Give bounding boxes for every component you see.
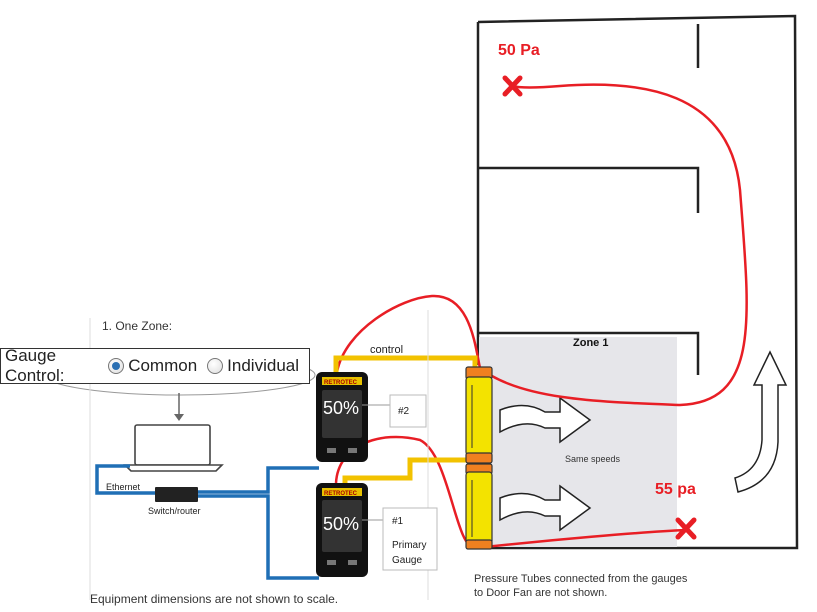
bubble-pointer-head bbox=[174, 414, 184, 421]
gauge-1-brand: RETROTEC bbox=[324, 491, 358, 497]
ethernet-label: Ethernet bbox=[106, 482, 141, 492]
pressure-tube-upper bbox=[335, 83, 748, 407]
airflow-up-arrow bbox=[734, 350, 788, 493]
radio-unselected-icon[interactable] bbox=[207, 358, 224, 374]
gauge-2-callout-box bbox=[389, 394, 427, 428]
laptop-icon bbox=[123, 424, 224, 472]
building-wall bbox=[477, 14, 799, 550]
switch-router-icon bbox=[155, 487, 198, 502]
gauge-control-panel: Gauge Control: Common Individual bbox=[0, 346, 310, 385]
door-fan-bottom bbox=[465, 463, 493, 550]
control-label: control bbox=[370, 344, 403, 356]
gauge-2-display: 50% bbox=[323, 398, 359, 418]
fan-airflow-arrow-bottom bbox=[499, 484, 592, 532]
gauge-1-role-line2: Gauge bbox=[392, 555, 422, 566]
pressure-bottom-label: 55 pa bbox=[655, 481, 696, 498]
gauge-1-role-line1: Primary bbox=[392, 540, 426, 551]
gauge-1-label: #1 bbox=[392, 516, 404, 527]
interior-wall-zone bbox=[479, 331, 700, 375]
pressure-point-55-marker bbox=[675, 517, 697, 540]
gauge-2-brand: RETROTEC bbox=[324, 380, 358, 386]
gauge-control-option-common[interactable]: Common bbox=[108, 356, 197, 376]
pressure-top-label: 50 Pa bbox=[498, 42, 540, 59]
door-fan-top bbox=[465, 366, 493, 464]
pressure-tube-lower bbox=[334, 435, 687, 550]
ethernet-cable-gauge-1 bbox=[198, 494, 319, 580]
footer-left-note: Equipment dimensions are not shown to sc… bbox=[90, 592, 338, 606]
footer-right-line2: to Door Fan are not shown. bbox=[474, 587, 607, 599]
gauge-2-device bbox=[316, 372, 368, 462]
radio-selected-icon[interactable] bbox=[108, 358, 125, 374]
gauge-1-device bbox=[316, 483, 368, 577]
gauge-control-option-individual[interactable]: Individual bbox=[207, 356, 299, 376]
control-cable-top bbox=[333, 355, 478, 372]
option-individual-label: Individual bbox=[227, 356, 299, 375]
gauge-1-display: 50% bbox=[323, 514, 359, 534]
zone-label: Zone 1 bbox=[573, 337, 608, 349]
switch-router-label: Switch/router bbox=[148, 506, 201, 516]
pressure-point-50-marker bbox=[502, 75, 523, 97]
control-cable-bottom bbox=[342, 457, 475, 483]
section-heading: 1. One Zone: bbox=[102, 319, 172, 333]
option-common-label: Common bbox=[128, 356, 198, 375]
footer-right-line1: Pressure Tubes connected from the gauges bbox=[474, 573, 688, 585]
gauge-1-callout-box bbox=[382, 507, 438, 571]
same-speeds-label: Same speeds bbox=[565, 454, 621, 464]
interior-wall-middle bbox=[479, 166, 700, 213]
ethernet-cable-laptop bbox=[95, 464, 155, 495]
gauge-control-title: Gauge Control: bbox=[5, 346, 65, 385]
gauge-2-label: #2 bbox=[398, 406, 410, 417]
fan-airflow-arrow-top bbox=[499, 396, 592, 444]
ethernet-cable-gauge-2 bbox=[198, 466, 319, 494]
